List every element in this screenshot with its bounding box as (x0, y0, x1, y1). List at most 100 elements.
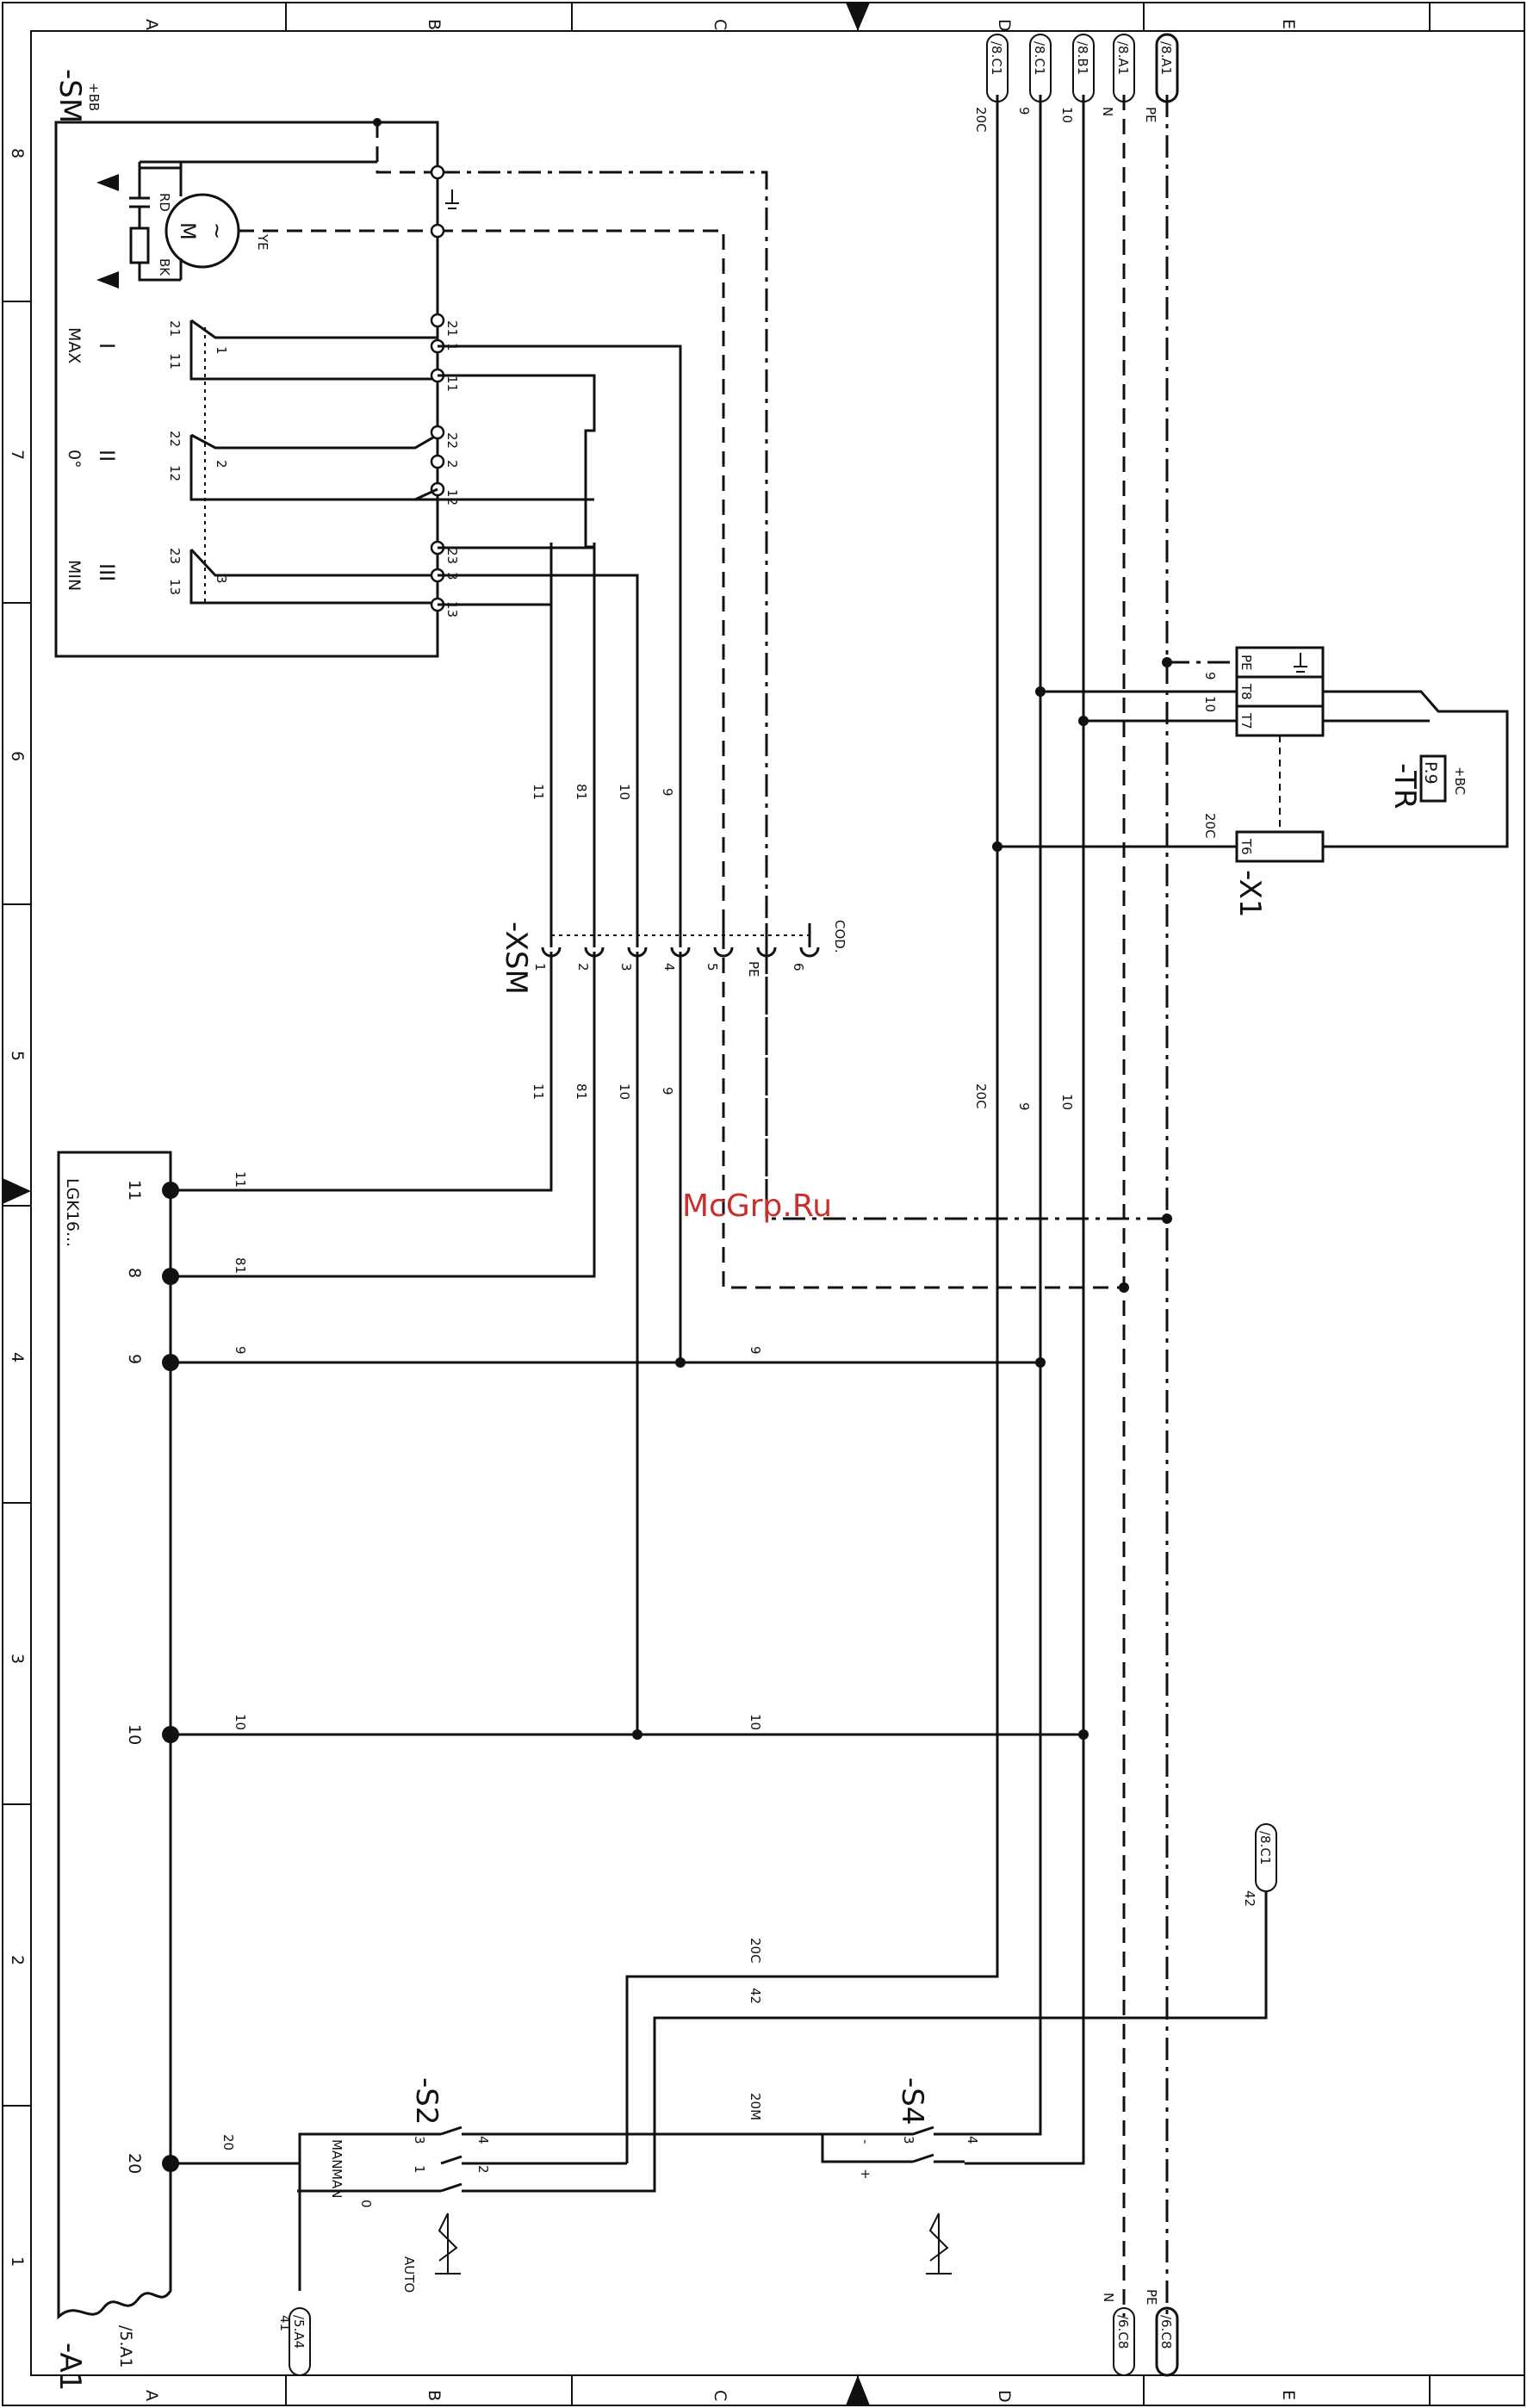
xsm-wire-bottom-10: 10 (617, 1083, 632, 1100)
x1-term-pe: PE (1238, 655, 1254, 671)
s2-switch: -S2 MAN MAN 0 3 4 1 2 AUTO (171, 2077, 627, 2293)
row-label-3: 3 (8, 1654, 27, 1664)
x1-term-t8: T8 (1238, 683, 1254, 700)
ground-icon (1294, 653, 1307, 673)
a1-tag: -A1 (53, 2343, 87, 2391)
ref-bottom-41: /5.A4 (291, 2315, 307, 2349)
s2-t2: 2 (475, 2165, 491, 2174)
s4-plus: + (858, 2169, 873, 2180)
wire-label-42-bottom: 42 (748, 1988, 763, 2004)
tr-tag: -TR (1387, 763, 1422, 810)
ref-bottom-pe: /6.C8 (1158, 2315, 1174, 2349)
xsm-pin-6: 6 (791, 963, 806, 971)
a1-model: LGK16... (63, 1178, 82, 1247)
ref-top-10: /8.B1 (1075, 41, 1090, 75)
a1-pin-11: 11 (125, 1180, 144, 1201)
top-label-pe: PE (1143, 107, 1158, 123)
xsm-pin-1: 1 (532, 963, 548, 971)
a1-pin-20: 20 (125, 2153, 144, 2174)
col-label-b: B (425, 19, 444, 30)
sm-actuator: -SM +BB M ~ RD BK YE MAX I 0° II MIN III… (53, 69, 1120, 1289)
bottom-references: /6.C8 /6.C8 N PE (1101, 2289, 1179, 2377)
s4-switch: -S4 - + 3 4 (462, 2077, 1040, 2275)
wire-label-11: 11 (233, 1171, 248, 1188)
wire-label-20c-bottom: 20C (748, 1938, 763, 1964)
tr-box: P.9 (1421, 761, 1440, 785)
top-label-20c: 20C (973, 107, 989, 133)
label-42-ref: 42 (1242, 1890, 1257, 1907)
arrow-up-icon (96, 174, 119, 191)
s2-zero: 0 (358, 2200, 374, 2208)
wire-label-9: 9 (233, 1346, 248, 1355)
xsm-wire-top-9: 9 (660, 788, 675, 797)
col-label-c-bottom: C (711, 2390, 729, 2401)
motor-rd-label: RD (157, 193, 172, 212)
s4-t3: 3 (901, 2136, 916, 2144)
switch-0-t2: 12 (167, 465, 183, 481)
switch-min-t2: 13 (167, 579, 183, 595)
ref-bottom-n: /6.C8 (1115, 2315, 1131, 2349)
wire-label-20m: 20M (748, 2093, 763, 2120)
top-references: /8.C1 /8.C1 /8.B1 /8.A1 /8.A1 20C 9 10 N… (973, 33, 1179, 133)
tr-thermostat: P.9 -TR +BC (1323, 690, 1509, 848)
row-label-1: 1 (8, 2256, 27, 2267)
xsm-pin-4: 4 (661, 963, 677, 971)
motor-ye-label: YE (255, 233, 270, 251)
ref-42: /8.C1 (1257, 1831, 1273, 1865)
xsm-cod: COD. (832, 920, 847, 953)
sm-location: +BB (86, 83, 102, 111)
bottom-label-pe: PE (1144, 2289, 1159, 2306)
xsm-wire-bottom-81: 81 (574, 1083, 589, 1100)
top-label-10: 10 (1059, 107, 1075, 123)
ref-top-9: /8.C1 (1032, 41, 1047, 75)
row-label-7: 7 (8, 450, 27, 460)
mid-label-10: 10 (1059, 1094, 1075, 1110)
motor-m-label: M (176, 222, 200, 240)
ground-icon (445, 189, 459, 209)
tr-location: +BC (1452, 766, 1468, 795)
x1-term-t7: T7 (1238, 712, 1254, 729)
term-21: 21 (444, 320, 460, 337)
row-label-8: 8 (8, 148, 27, 158)
xsm-wire-bottom-11: 11 (531, 1083, 546, 1100)
s2-auto: AUTO (401, 2256, 417, 2293)
row-label-6: 6 (8, 751, 27, 761)
switch-min-t1: 23 (167, 548, 183, 564)
ref-top-n: /8.A1 (1115, 41, 1131, 75)
s4-minus: - (858, 2139, 873, 2144)
xsm-tag: -XSM (499, 922, 533, 995)
col-label-e: E (1279, 19, 1298, 29)
a1-pin-9: 9 (125, 1354, 144, 1364)
switch-max-t2: 11 (167, 353, 183, 369)
switch-min-roman: III (95, 563, 119, 581)
term-12: 12 (444, 489, 460, 506)
motor-tilde-label: ~ (205, 222, 229, 239)
x1-term-t6: T6 (1238, 838, 1254, 855)
wire-label-81: 81 (233, 1257, 248, 1274)
s2-man-1: MAN (329, 2139, 345, 2169)
s2-tag: -S2 (409, 2077, 444, 2125)
x1-tag: -X1 (1232, 870, 1267, 918)
a1-controller: LGK16... -A1 /5.A1 11 8 9 10 20 (53, 1151, 179, 2391)
wire-label-9-right: 9 (748, 1346, 763, 1355)
term-23: 23 (444, 548, 460, 564)
s2-man-2: MAN (329, 2169, 345, 2198)
x1-terminal-block: PE T8 T7 T6 -X1 (1232, 646, 1325, 918)
a1-pin-8: 8 (125, 1268, 144, 1278)
row-label-4: 4 (8, 1352, 27, 1362)
switch-max-roman: I (95, 343, 119, 349)
col-label-a: A (142, 19, 161, 30)
xsm-connector: -XSM 1 2 3 4 5 PE 6 COD. 11 81 10 9 11 8… (499, 784, 847, 1100)
switch-0-t1: 22 (167, 431, 183, 447)
wire-label-10-right: 10 (748, 1714, 763, 1730)
mid-label-20c: 20C (973, 1083, 989, 1109)
ref-top-pe: /8.A1 (1158, 41, 1174, 75)
switch-min-c: 3 (214, 575, 229, 584)
col-label-c: C (711, 19, 729, 30)
top-label-9: 9 (1016, 107, 1032, 115)
x1-wire-10: 10 (1202, 696, 1218, 712)
xsm-pin-3: 3 (618, 963, 634, 971)
s4-tag: -S4 (895, 2077, 929, 2125)
wire-label-10: 10 (233, 1714, 248, 1730)
